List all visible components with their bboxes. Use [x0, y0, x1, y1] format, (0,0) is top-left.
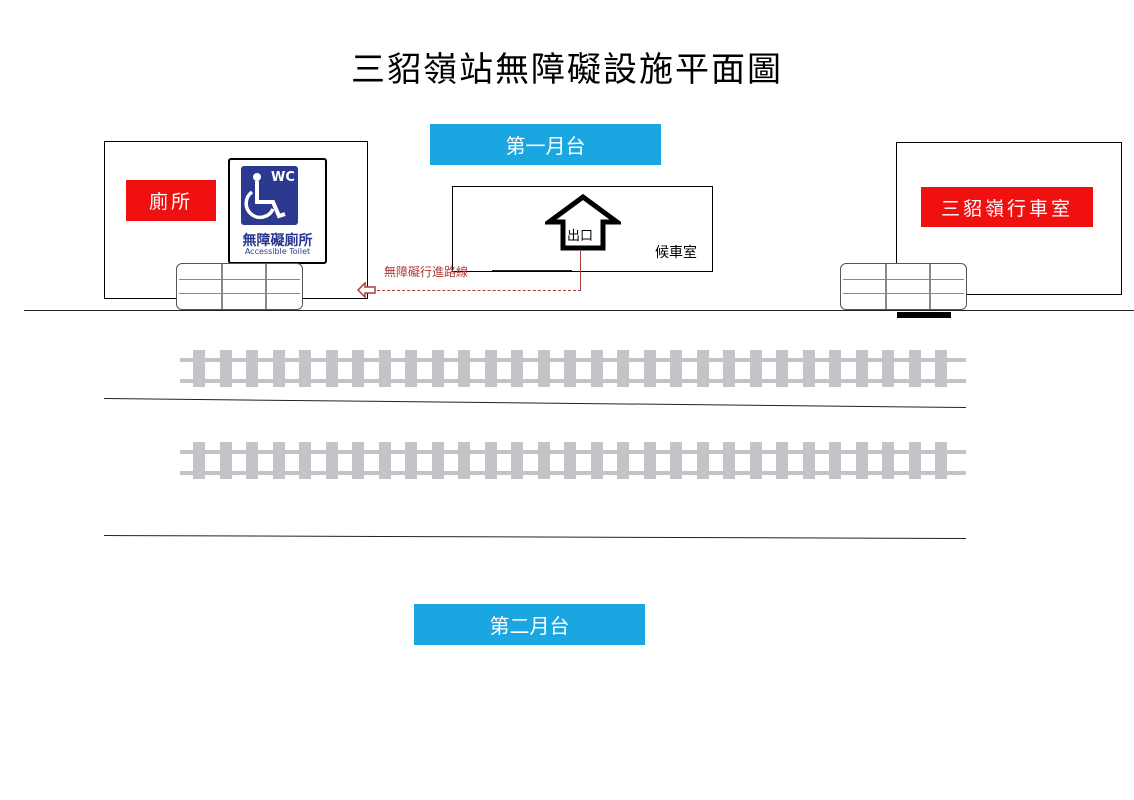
sleeper	[511, 350, 523, 387]
waiting-room-label: 候車室	[655, 245, 697, 261]
platform-2-edge	[103, 535, 966, 540]
route-line	[372, 290, 581, 291]
sign-en: Accessible Toilet	[244, 247, 311, 256]
sleeper	[590, 350, 603, 387]
sleeper	[723, 350, 735, 387]
sleeper	[352, 350, 364, 387]
sleeper	[352, 442, 364, 479]
sleeper	[193, 442, 205, 479]
sleeper	[776, 442, 788, 479]
platform-2-label: 第二月台	[414, 604, 645, 645]
sleeper	[431, 350, 444, 387]
sleeper	[564, 350, 576, 387]
sleeper	[537, 350, 550, 387]
wheelchair-icon: WC	[241, 166, 298, 225]
sleeper	[458, 350, 470, 387]
track-1	[0, 350, 1134, 387]
sleeper	[802, 350, 815, 387]
sleeper	[749, 350, 762, 387]
sleeper	[299, 442, 311, 479]
sleeper	[696, 350, 709, 387]
sleeper	[272, 442, 285, 479]
sleeper	[670, 350, 682, 387]
ramp-marker	[897, 312, 951, 318]
bench-right	[840, 263, 967, 310]
accessible-toilet-sign: WC 無障礙廁所 Accessible Toilet	[228, 158, 327, 264]
sleeper	[908, 350, 921, 387]
platform-1-label: 第一月台	[430, 124, 661, 165]
sleeper	[935, 350, 947, 387]
sleeper	[378, 442, 391, 479]
sleeper	[723, 442, 735, 479]
toilet-label: 廁所	[126, 180, 216, 221]
route-label: 無障礙行進路線	[384, 265, 469, 279]
sleeper	[643, 442, 656, 479]
sleeper	[537, 442, 550, 479]
sleeper	[299, 350, 311, 387]
sleeper	[643, 350, 656, 387]
sleeper	[272, 350, 285, 387]
sleeper	[246, 442, 258, 479]
sleeper	[935, 442, 947, 479]
sleeper	[855, 442, 868, 479]
sleeper	[431, 442, 444, 479]
sleeper	[617, 350, 629, 387]
sleeper	[617, 442, 629, 479]
sleeper	[829, 350, 841, 387]
sign-zh: 無障礙廁所	[242, 233, 313, 249]
sleeper	[908, 442, 921, 479]
sleeper	[670, 442, 682, 479]
page-title: 三貂嶺站無障礙設施平面圖	[351, 50, 783, 90]
sleeper	[458, 442, 470, 479]
sleeper	[829, 442, 841, 479]
sleeper	[511, 442, 523, 479]
route-line-vertical	[580, 251, 581, 291]
sleeper	[696, 442, 709, 479]
sleeper	[405, 442, 417, 479]
sleeper	[882, 442, 894, 479]
exit-label: 出口	[567, 229, 594, 244]
sleeper	[405, 350, 417, 387]
sleeper	[193, 350, 205, 387]
track-2	[0, 442, 1134, 479]
sleeper	[325, 442, 338, 479]
sleeper	[378, 350, 391, 387]
sleeper	[484, 350, 497, 387]
route-label-leader	[492, 270, 572, 271]
sleeper	[219, 350, 232, 387]
sleeper	[219, 442, 232, 479]
sleeper	[564, 442, 576, 479]
sleeper	[802, 442, 815, 479]
sleeper	[749, 442, 762, 479]
sleeper	[484, 442, 497, 479]
sleeper	[776, 350, 788, 387]
staff-room-label: 三貂嶺行車室	[921, 187, 1093, 227]
sleeper	[855, 350, 868, 387]
platform-1-edge	[24, 310, 1134, 311]
route-arrow-icon	[356, 281, 377, 302]
sleeper	[246, 350, 258, 387]
sleeper	[882, 350, 894, 387]
bench-left	[176, 263, 303, 310]
wc-text: WC	[271, 170, 295, 185]
exit-arrow-icon: 出口	[541, 193, 625, 251]
sleeper	[325, 350, 338, 387]
sleeper	[590, 442, 603, 479]
track-divider	[103, 398, 966, 409]
